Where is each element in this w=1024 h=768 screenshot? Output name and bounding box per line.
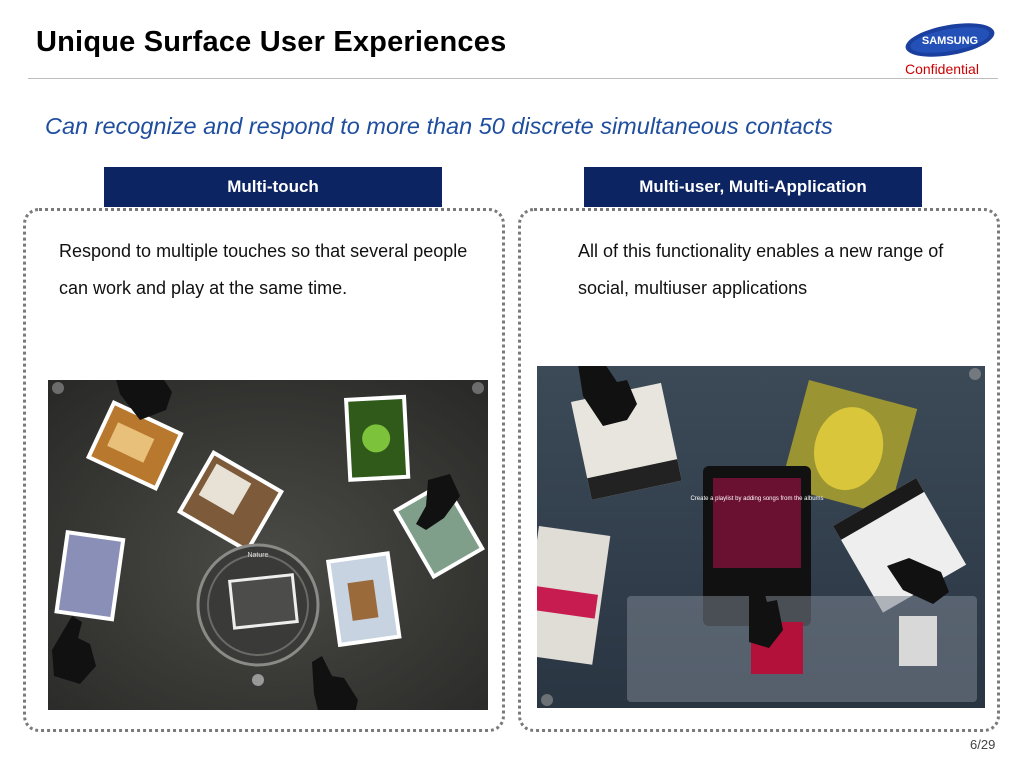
page-number: 6/29	[970, 737, 996, 752]
multi-touch-screenshot: Nature	[48, 380, 488, 710]
slide-subtitle: Can recognize and respond to more than 5…	[45, 113, 833, 139]
title-divider	[28, 78, 998, 79]
brand-text: SAMSUNG	[922, 35, 978, 47]
tab-multi-user: Multi-user, Multi-Application	[584, 167, 922, 207]
slide-title: Unique Surface User Experiences	[36, 26, 507, 58]
playlist-text: Create a playlist by adding songs from t…	[690, 496, 823, 502]
hand-icon	[578, 366, 949, 648]
tab-multi-touch: Multi-touch	[104, 167, 442, 207]
nature-label: Nature	[247, 552, 268, 559]
multi-touch-panel	[23, 208, 505, 732]
multi-touch-description: Respond to multiple touches so that seve…	[59, 241, 468, 298]
multi-user-description: All of this functionality enables a new …	[578, 241, 944, 298]
confidential-label: Confidential	[905, 61, 979, 77]
multi-user-panel	[518, 208, 1000, 732]
multi-user-screenshot: Create a playlist by adding songs from t…	[537, 366, 985, 708]
samsung-logo: SAMSUNG	[905, 23, 995, 57]
hand-icon	[52, 380, 460, 710]
